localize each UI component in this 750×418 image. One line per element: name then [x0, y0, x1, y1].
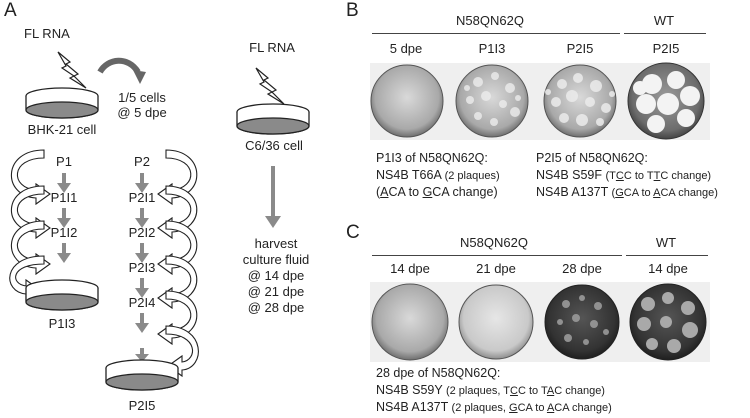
- col1-item-2: P1I2: [50, 225, 78, 240]
- panel-b-col-1: P1I3: [478, 41, 506, 56]
- col1-loop-arrows: [9, 149, 51, 302]
- harvest-line-3: @ 21 dpe: [247, 284, 305, 299]
- plate-b-5dpe: [370, 64, 444, 138]
- col2-bottom-label: P2I5: [128, 398, 156, 413]
- b-note-left-line3: (ACA to GCA change): [376, 185, 498, 199]
- b-note-left-line1: P1I3 of N58QN62Q:: [376, 151, 488, 165]
- panel-b-group-mut: N58QN62Q: [456, 13, 524, 28]
- col1-item-0: P1: [56, 154, 72, 169]
- col2-gray-arrows: [135, 173, 149, 362]
- col2-loop-arrows: [157, 149, 199, 378]
- plate-c-14dpe-wt: [629, 283, 707, 361]
- plate-c-21dpe-mut: [458, 284, 534, 360]
- panel-c-col-0: 14 dpe: [390, 261, 430, 276]
- panel-c-group-mut: N58QN62Q: [460, 235, 528, 250]
- panel-b-col-3: P2I5: [652, 41, 680, 56]
- c636-cell-label: C6/36 cell: [245, 138, 303, 153]
- fl-rna-right: FL RNA: [249, 40, 295, 55]
- transfer-line1: 1/5 cells: [118, 90, 166, 105]
- plate-c-14dpe-mut: [371, 283, 449, 361]
- panel-letter-b: B: [346, 0, 359, 21]
- c-note-line3: NS4B A137T (2 plaques, GCA to ACA change…: [376, 400, 612, 414]
- col2-item-1: P2I1: [128, 190, 156, 205]
- col1-gray-arrows: [57, 173, 71, 263]
- panel-b-group-wt: WT: [653, 13, 675, 28]
- harvest-line-1: culture fluid: [242, 252, 310, 267]
- plate-b-p2i5-wt: [627, 62, 705, 140]
- c-note-line2: NS4B S59Y (2 plaques, TCC to TAC change): [376, 383, 605, 397]
- panel-letter-a: A: [4, 0, 17, 21]
- electroporation-bolt-icon: [57, 51, 87, 89]
- panel-c-group-wt: WT: [655, 235, 677, 250]
- panel-c-photo-strip: [370, 282, 710, 362]
- panel-b-col-2: P2I5: [566, 41, 594, 56]
- b-note-right-line3: NS4B A137T (GCA to ACA change): [536, 185, 718, 199]
- plate-c-28dpe-mut: [544, 284, 620, 360]
- fl-rna-left: FL RNA: [24, 26, 70, 41]
- panel-c-col-2: 28 dpe: [562, 261, 602, 276]
- col1-item-1: P1I1: [50, 190, 78, 205]
- bhk-dish: [25, 87, 99, 119]
- panel-b-col-0: 5 dpe: [389, 41, 423, 56]
- c636-dish: [236, 103, 310, 135]
- plate-b-p1i3: [455, 64, 529, 138]
- panel-c-wt-rule: [626, 255, 708, 256]
- panel-c-col-1: 21 dpe: [476, 261, 516, 276]
- harvest-line-2: @ 14 dpe: [247, 268, 305, 283]
- b-note-left-plaques: (2 plaques): [444, 170, 500, 182]
- panel-c-mut-rule: [372, 255, 622, 256]
- b-note-right-line1: P2I5 of N58QN62Q:: [536, 151, 648, 165]
- plate-b-p2i5-mut: [543, 64, 617, 138]
- b-note-left-line2: NS4B T66A (2 plaques): [376, 168, 500, 182]
- col2-item-2: P2I2: [128, 225, 156, 240]
- col2-item-3: P2I3: [128, 260, 156, 275]
- col2-item-4: P2I4: [128, 295, 156, 310]
- panel-c-col-3: 14 dpe: [648, 261, 688, 276]
- b-note-right-line2: NS4B S59F (TCC to TTC change): [536, 168, 712, 182]
- harvest-line-0: harvest: [254, 236, 298, 251]
- harvest-arrow: [265, 166, 281, 228]
- harvest-line-4: @ 28 dpe: [247, 300, 305, 315]
- transfer-curved-arrow-icon: [97, 57, 146, 84]
- b-note-left-mutation: NS4B T66A: [376, 168, 442, 182]
- panel-b-wt-rule: [624, 33, 706, 34]
- panel-letter-c: C: [346, 222, 360, 243]
- col2-item-0: P2: [134, 154, 150, 169]
- panel-b-mut-rule: [372, 33, 620, 34]
- p2i5-dish: [105, 359, 179, 391]
- bhk-cell-label: BHK-21 cell: [27, 122, 97, 137]
- c-note-line1: 28 dpe of N58QN62Q:: [376, 366, 501, 380]
- transfer-line2: @ 5 dpe: [117, 105, 167, 120]
- electroporation-bolt-icon-right: [255, 67, 285, 105]
- p1i3-dish: [25, 279, 99, 311]
- panel-b-photo-strip: [370, 62, 710, 140]
- col1-bottom-label: P1I3: [48, 316, 76, 331]
